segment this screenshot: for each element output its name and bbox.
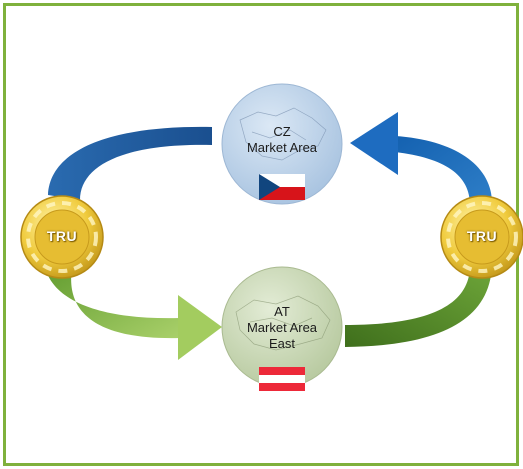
cz-market-area-node xyxy=(221,83,343,205)
tru-left-label: TRU xyxy=(46,228,78,244)
tru-chip-left xyxy=(20,195,104,279)
cz-label-line2: Market Area xyxy=(246,140,318,155)
green-arc-right xyxy=(345,262,492,347)
at-label-line2: Market Area xyxy=(246,320,318,335)
at-market-area-node xyxy=(221,266,343,391)
czech-flag xyxy=(259,174,305,200)
green-arrowhead xyxy=(178,295,222,360)
cz-label-line1: CZ xyxy=(273,124,291,139)
austrian-flag xyxy=(259,367,305,391)
tru-right-label: TRU xyxy=(466,228,498,244)
at-label-line1: AT xyxy=(274,304,290,319)
at-map-outline xyxy=(235,295,331,351)
cz-label: CZ Market Area xyxy=(222,124,342,156)
at-label-line3: East xyxy=(268,336,295,351)
blue-arc-left xyxy=(48,126,212,200)
at-label: AT Market Area East xyxy=(222,304,342,352)
cz-map-outline xyxy=(239,107,327,161)
tru-chip-right xyxy=(440,195,523,279)
blue-arrow-right xyxy=(350,112,492,205)
blue-arrowhead xyxy=(350,112,398,175)
green-arrow-left xyxy=(44,262,222,360)
